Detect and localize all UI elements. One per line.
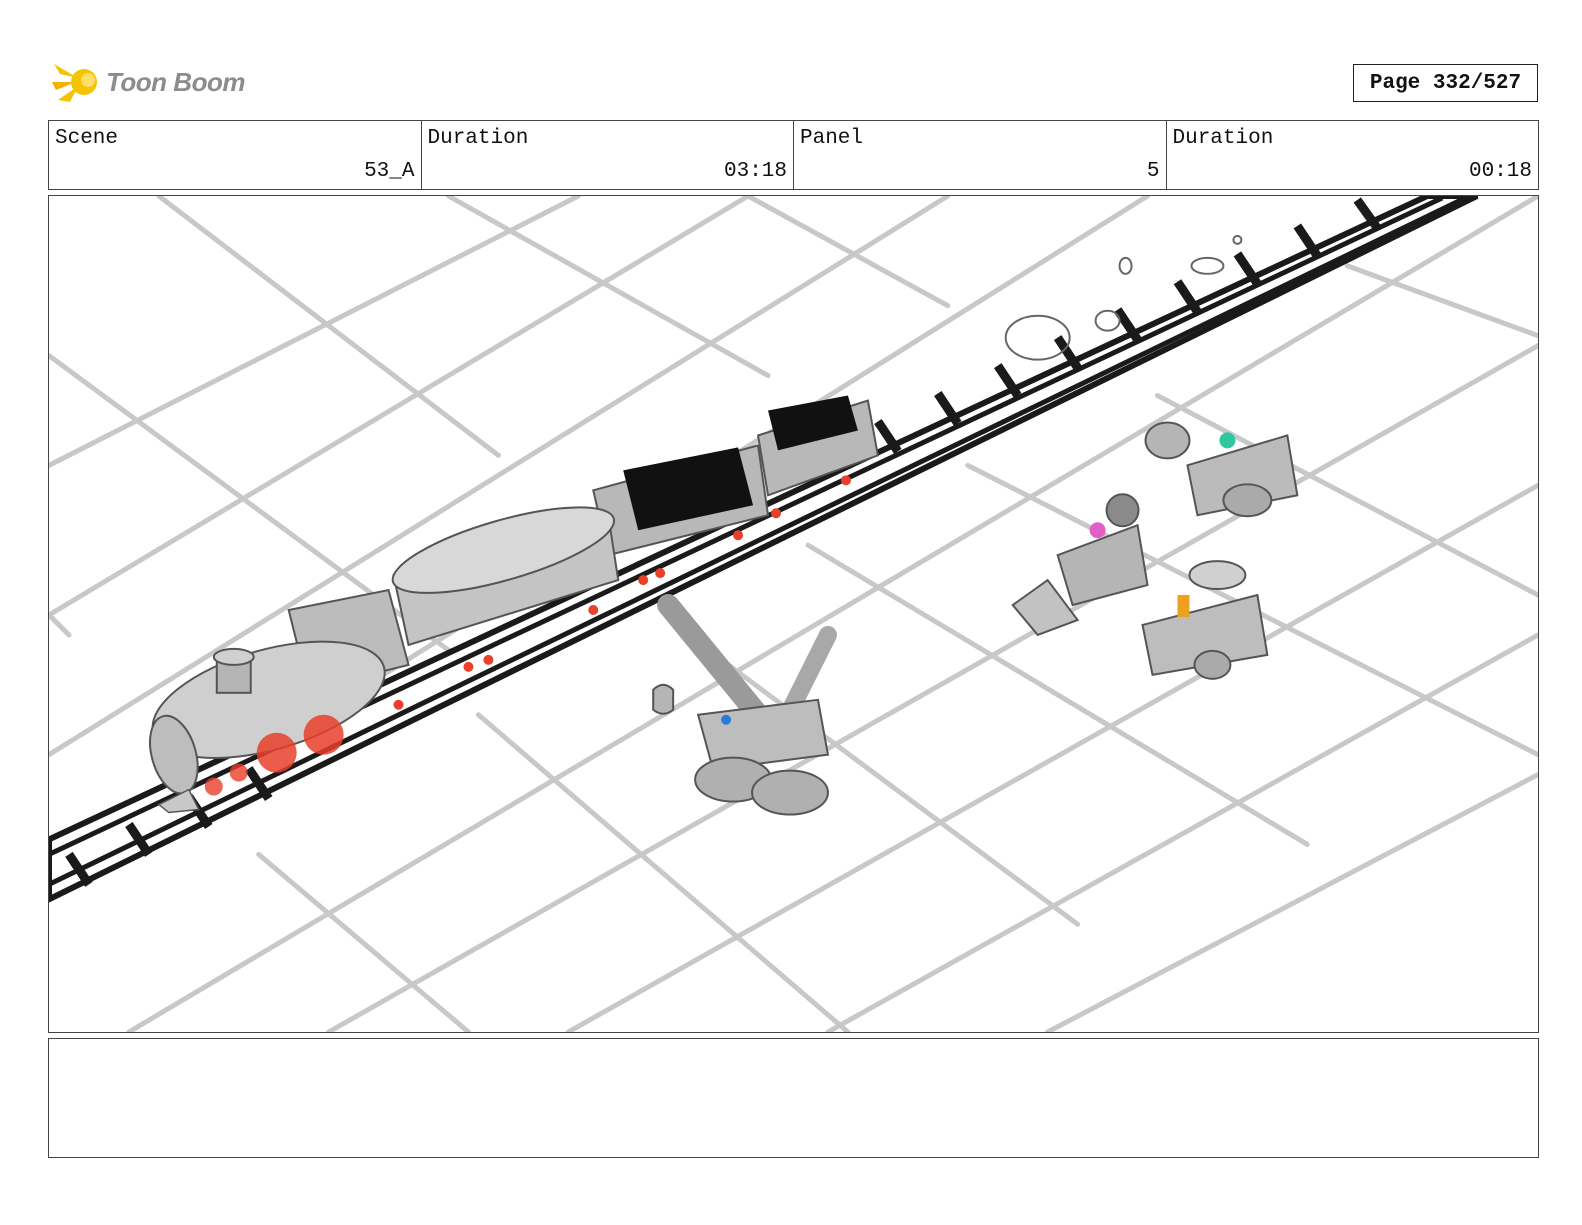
scene-cell: Scene 53_A: [49, 121, 422, 189]
steam-train: [149, 395, 880, 814]
drill-vehicle: [1141, 560, 1269, 680]
page-indicator: Page 332/527: [1353, 64, 1538, 102]
ground-grid: [49, 196, 1538, 1032]
panel-duration-cell: Duration 00:18: [1167, 121, 1539, 189]
scene-duration-cell: Duration 03:18: [422, 121, 794, 189]
excavator-vehicle: [1144, 421, 1299, 518]
brand-name: Toon Boom: [106, 66, 245, 97]
panel-notes-box: [48, 1038, 1539, 1158]
loader-vehicle: [1011, 493, 1149, 637]
storyboard-panel-image: [48, 195, 1539, 1033]
crane-vehicle: [652, 594, 837, 816]
railroad-track: [49, 196, 1479, 903]
panel-cell: Panel 5: [794, 121, 1167, 189]
scene-label: Scene: [55, 127, 119, 150]
panel-duration-label: Duration: [1172, 127, 1274, 150]
toon-boom-logo: Toon Boom: [50, 56, 250, 108]
scene-info-table: Scene 53_A Duration 03:18 Panel 5 Durati…: [48, 120, 1539, 190]
panel-label: Panel: [800, 127, 864, 150]
scene-value: 53_A: [364, 160, 415, 183]
steam-puffs: [1004, 234, 1243, 361]
panel-value: 5: [1146, 160, 1160, 183]
scene-duration-value: 03:18: [723, 160, 787, 183]
panel-duration-value: 00:18: [1468, 160, 1532, 183]
storyboard-drawing: [49, 196, 1538, 1032]
scene-duration-label: Duration: [427, 127, 529, 150]
toon-boom-star-icon: [52, 64, 97, 102]
